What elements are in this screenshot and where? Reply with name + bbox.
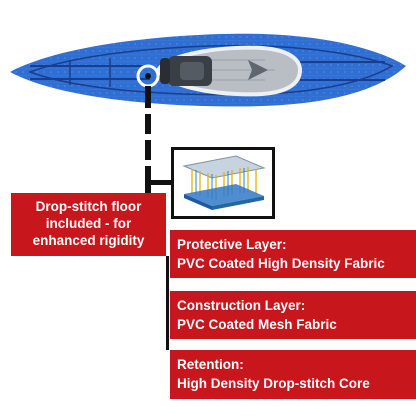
retention-callout: Retention: High Density Drop-stitch Core bbox=[170, 350, 416, 399]
connector-dash bbox=[145, 140, 151, 160]
drop-stitch-diagram bbox=[171, 147, 275, 219]
connector-horizontal bbox=[145, 180, 171, 185]
construction-layer-title: Construction Layer: bbox=[177, 298, 306, 313]
protective-layer-desc: PVC Coated High Density Fabric bbox=[177, 256, 385, 271]
retention-desc: High Density Drop-stitch Core bbox=[177, 376, 370, 391]
floor-callout: Drop-stitch floor included - for enhance… bbox=[11, 193, 166, 256]
construction-layer-desc: PVC Coated Mesh Fabric bbox=[177, 317, 337, 332]
construction-layer-callout: Construction Layer: PVC Coated Mesh Fabr… bbox=[170, 291, 416, 339]
protective-layer-title: Protective Layer: bbox=[177, 237, 287, 252]
layers-diagram-icon bbox=[182, 155, 266, 210]
floor-callout-line2: included - for bbox=[45, 216, 132, 231]
connector-dash bbox=[145, 86, 151, 108]
floor-callout-line1: Drop-stitch floor bbox=[35, 199, 142, 214]
logo-icon bbox=[248, 60, 268, 80]
kayak-illustration bbox=[10, 33, 406, 107]
connector-dash bbox=[145, 114, 151, 134]
protective-layer-callout: Protective Layer: PVC Coated High Densit… bbox=[170, 230, 416, 278]
connector-line bbox=[166, 256, 169, 350]
retention-title: Retention: bbox=[177, 357, 244, 372]
floor-callout-line3: enhanced rigidity bbox=[32, 233, 145, 248]
